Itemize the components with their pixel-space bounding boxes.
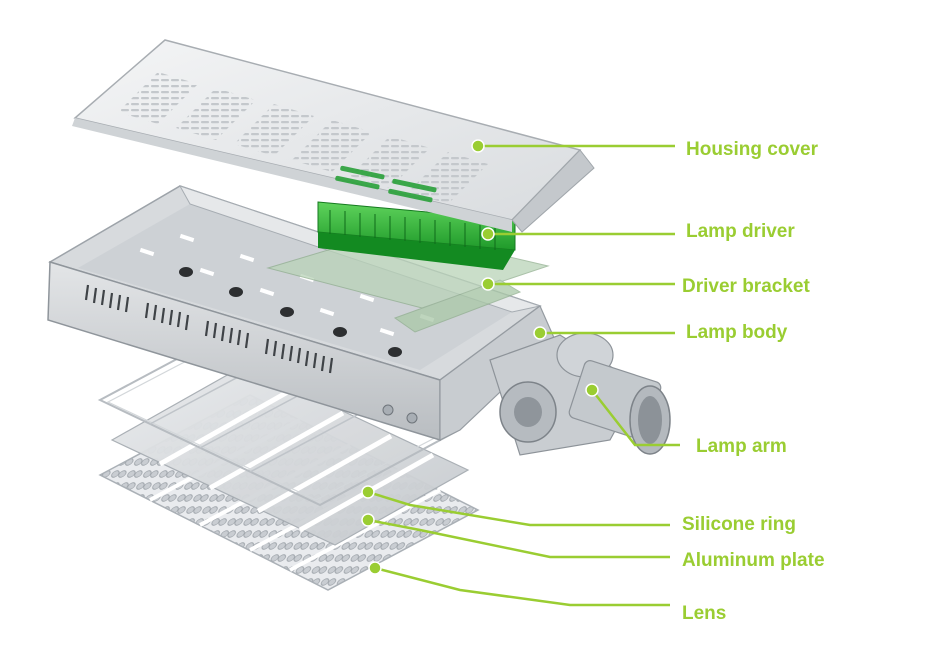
- label-lens: Lens: [682, 603, 727, 624]
- housing-cover-part: [72, 39, 595, 233]
- label-lamp-body: Lamp body: [686, 322, 788, 343]
- label-aluminum-plate: Aluminum plate: [682, 550, 825, 571]
- dot-silicone-ring: [361, 485, 375, 499]
- label-driver-bracket: Driver bracket: [682, 276, 810, 297]
- label-housing-cover: Housing cover: [686, 139, 818, 160]
- lamp-arm-part: [489, 332, 671, 456]
- dot-aluminum-plate: [361, 513, 375, 527]
- label-lamp-arm: Lamp arm: [696, 436, 787, 457]
- leader-silicone-ring: [367, 490, 670, 527]
- leader-dots: [361, 139, 599, 575]
- dot-lamp-body: [533, 326, 547, 340]
- label-lamp-driver: Lamp driver: [686, 221, 795, 242]
- dot-housing-cover: [471, 139, 485, 153]
- leader-aluminum-plate: [367, 518, 670, 559]
- leader-lamp-arm: [591, 389, 680, 447]
- dot-lamp-driver: [481, 227, 495, 241]
- aluminum-plate-layer: [110, 364, 470, 546]
- dot-driver-bracket: [481, 277, 495, 291]
- leader-lines: [367, 144, 680, 607]
- dot-lamp-arm: [585, 383, 599, 397]
- dot-lens: [368, 561, 382, 575]
- leader-lens: [374, 566, 670, 607]
- label-silicone-ring: Silicone ring: [682, 514, 797, 535]
